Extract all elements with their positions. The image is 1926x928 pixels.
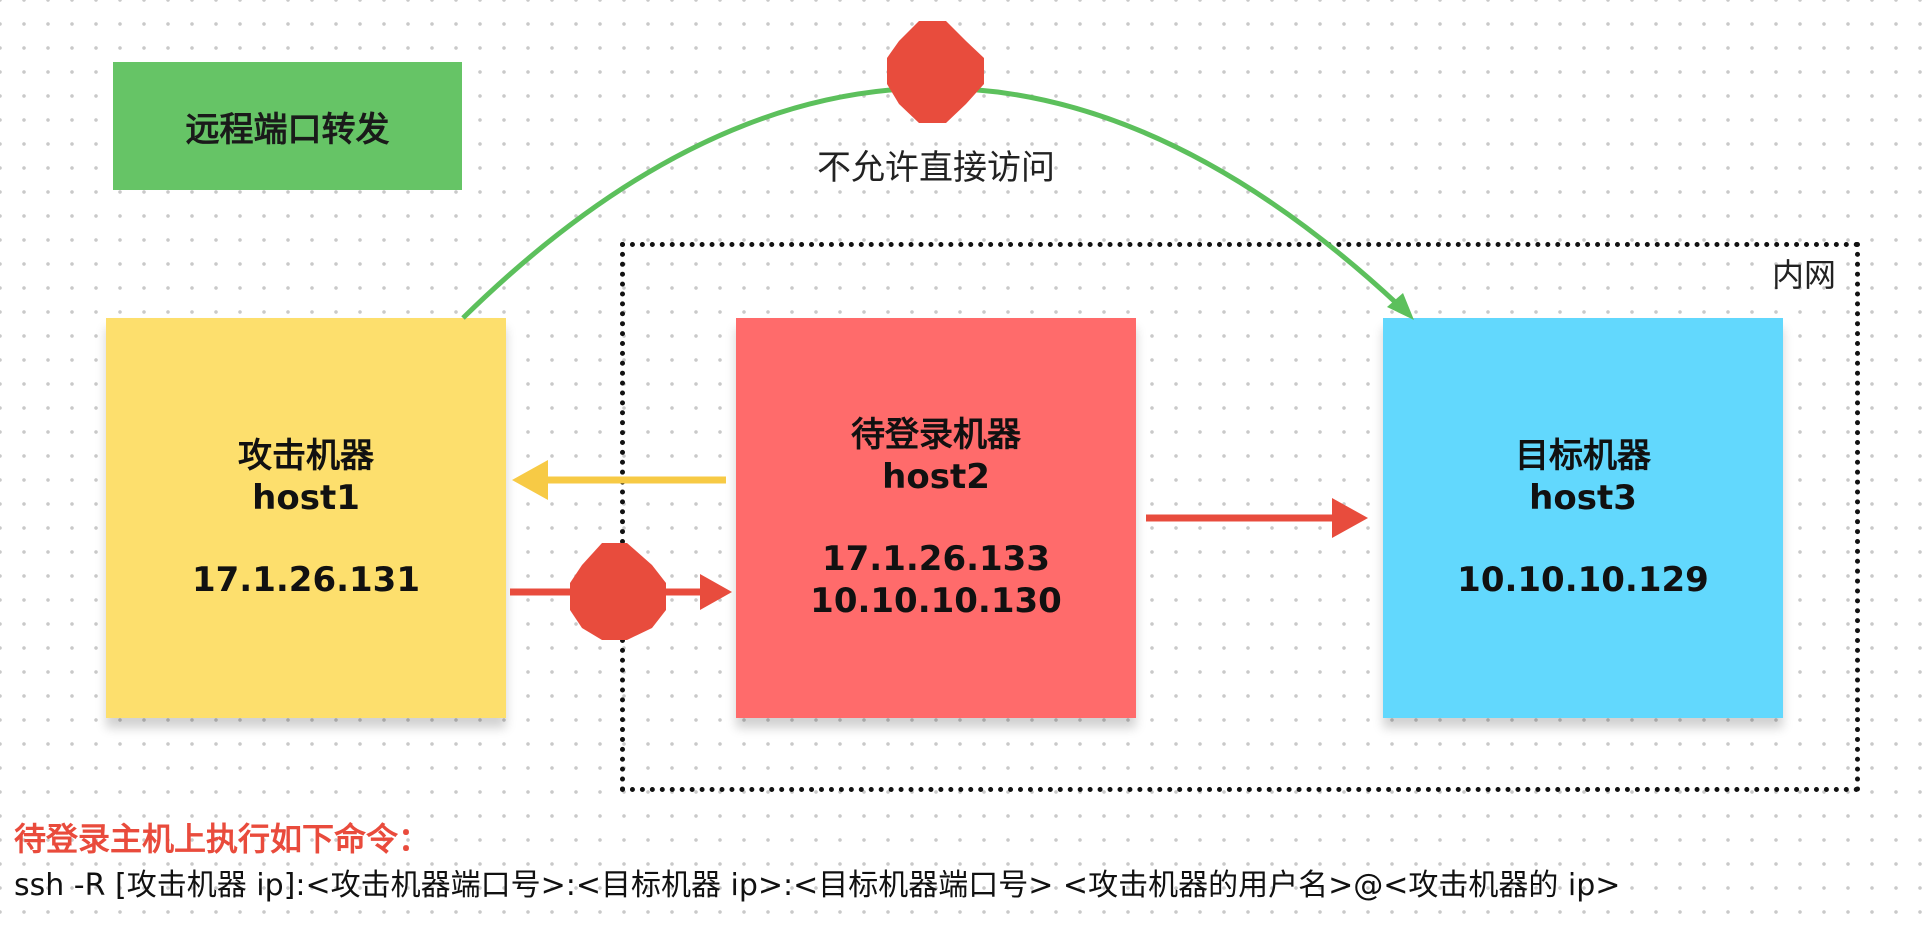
command-text: ssh -R [攻击机器 ip]:<攻击机器端口号>:<目标机器 ip>:<目标… [14,868,1621,903]
jump-ip-internal: 10.10.10.130 [810,581,1062,621]
intranet-label: 内网 [1771,256,1836,294]
target-node: 目标机器 host3 10.10.10.129 [1383,318,1783,718]
attacker-ip: 17.1.26.131 [191,560,420,600]
jump-host: host2 [882,457,990,497]
jump-ip-external: 17.1.26.133 [821,539,1050,579]
target-name: 目标机器 [1515,436,1651,476]
stop-sign-top [887,21,984,123]
attacker-host: host1 [252,478,360,518]
arc-arrowhead [1387,293,1414,320]
blocked-access-label: 不允许直接访问 [817,148,1055,188]
diagram-title: 远程端口转发 [113,62,462,190]
blocked-arrowhead [700,574,732,610]
command-heading: 待登录主机上执行如下命令： [14,820,431,858]
attacker-node: 攻击机器 host1 17.1.26.131 [106,318,506,718]
jump-node: 待登录机器 host2 17.1.26.133 10.10.10.130 [736,318,1136,718]
jump-name: 待登录机器 [851,415,1021,455]
target-host: host3 [1529,478,1637,518]
target-ip: 10.10.10.129 [1457,560,1709,600]
return-arrowhead [512,460,548,500]
intranet-boundary [620,242,1860,792]
stop-sign-bottom [570,543,666,640]
forward-arrowhead [1332,498,1368,538]
attacker-name: 攻击机器 [238,436,374,476]
